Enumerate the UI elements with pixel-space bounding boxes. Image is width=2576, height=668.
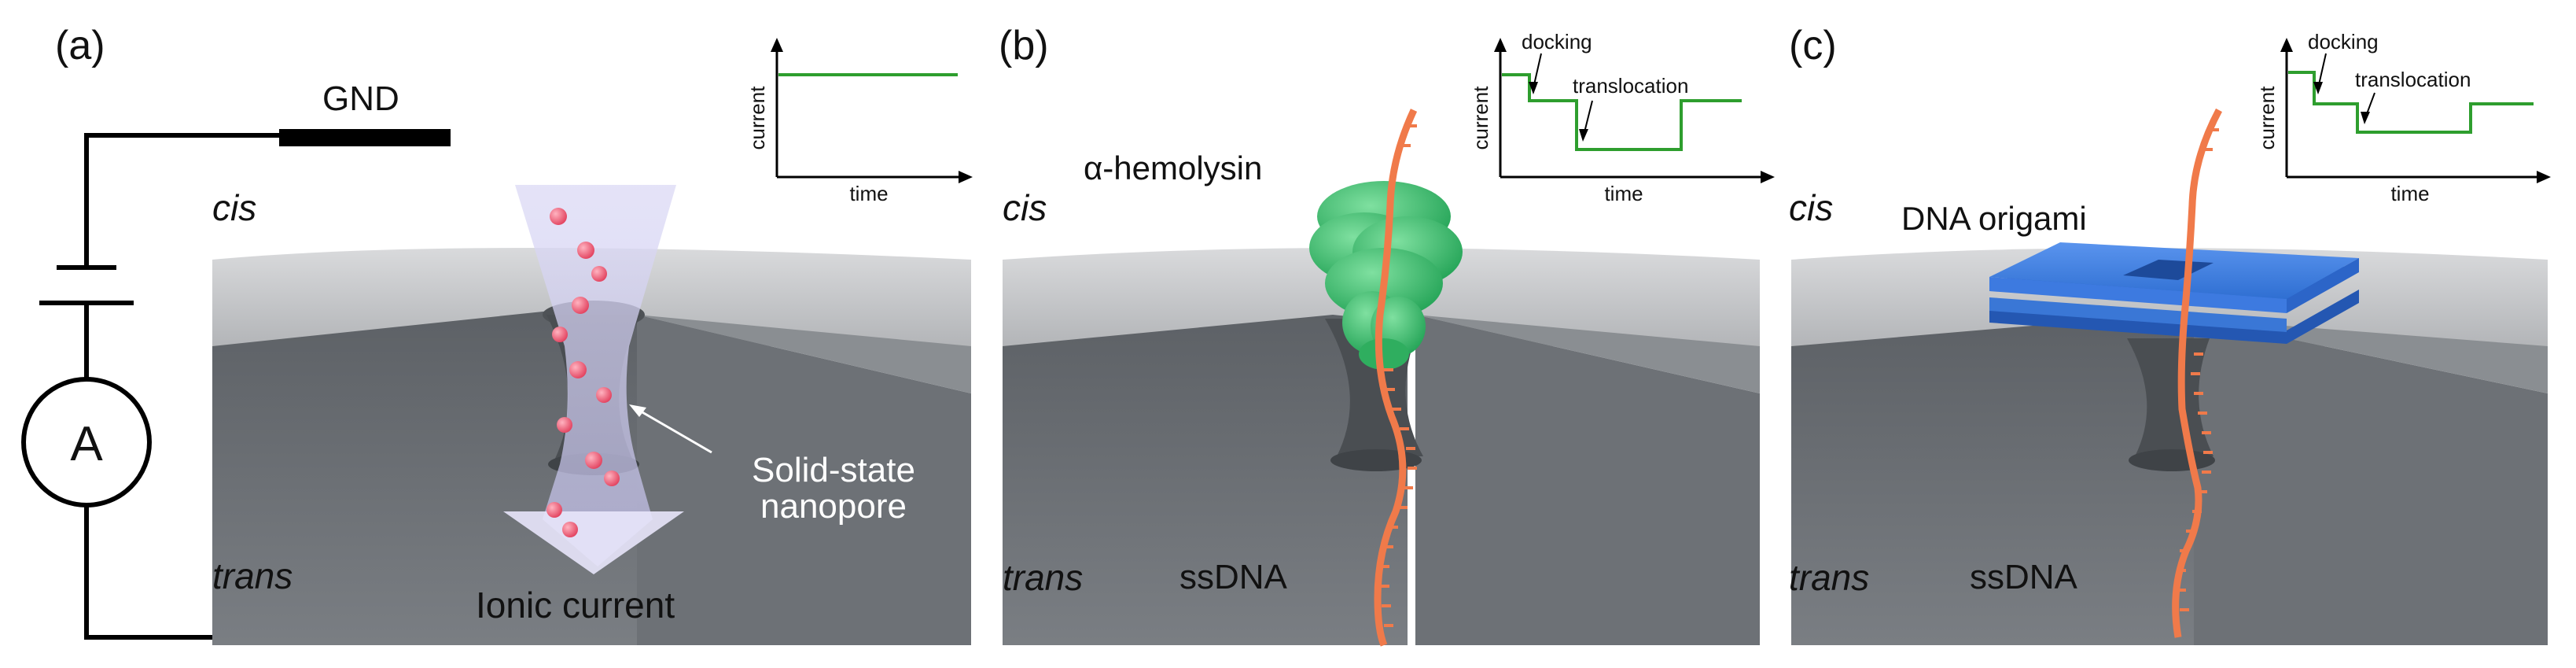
ion [546,502,562,518]
plot-a-xlabel: time [849,182,888,205]
plot-c: current time docking translocation [2255,30,2551,205]
ammeter-label: A [70,417,103,471]
gnd-electrode [279,129,451,146]
plot-a: current time [745,38,973,205]
plot-c-docking-label: docking [2308,30,2379,54]
solid-state-label-2: nanopore [760,487,907,526]
pore-pointer-arrow [636,408,712,454]
pore-pointer-arrowhead [629,404,646,417]
panel-b: (b) cis trans α-hemolysin ssDNA [999,23,1775,647]
plot-c-xlabel: time [2390,182,2429,205]
plot-b: current time docking translocation [1469,30,1775,205]
cis-label-c: cis [1789,187,1833,228]
ion [591,266,607,282]
plot-c-ylabel: current [2255,86,2279,150]
trans-label-c: trans [1789,557,1869,598]
ssdna-label-c: ssDNA [1970,558,2078,596]
plot-b-trace [1502,73,1742,151]
plot-c-trace [2288,71,2534,134]
panel-a: (a) A GND [21,23,973,645]
ion [550,208,567,225]
ion-current-beam [503,185,684,574]
ion [569,361,587,378]
ion [604,471,620,486]
trans-label-a: trans [212,555,293,596]
ssdna-strand-c [2172,108,2222,638]
ion [572,297,589,314]
dna-origami-label: DNA origami [1901,200,2087,237]
panel-b-label: (b) [999,23,1049,68]
panel-c-label: (c) [1789,23,1837,68]
ion [552,327,568,342]
panel-c: (c) cis trans DNA origami ssDNA [1789,23,2551,645]
membrane-c [1791,248,2548,645]
alpha-hemolysin-label: α-hemolysin [1084,149,1262,186]
panel-a-label: (a) [55,23,105,68]
plot-b-ylabel: current [1469,86,1492,150]
ion [596,387,612,403]
ion-current-arrowhead [503,511,684,574]
solid-state-label-1: Solid-state [752,451,915,489]
ions [546,208,620,537]
ion [585,452,602,469]
plot-b-xlabel: time [1604,182,1643,205]
ssdna-label-b: ssDNA [1179,558,1288,596]
plot-a-ylabel: current [745,86,769,150]
ionic-current-label: Ionic current [476,585,675,626]
ion [562,522,578,537]
gnd-label: GND [322,79,399,118]
plot-b-translocation-label: translocation [1573,74,1688,98]
ion [557,417,572,433]
circuit [21,133,283,640]
plot-b-docking-label: docking [1522,30,1592,54]
trans-label-b: trans [1003,557,1083,598]
ion [577,242,594,259]
cis-label-b: cis [1003,187,1047,228]
cis-label-a: cis [212,187,256,228]
dna-origami-plate [1989,242,2359,344]
ssdna-strand-b [1374,109,1418,647]
plot-c-translocation-label: translocation [2355,68,2471,91]
